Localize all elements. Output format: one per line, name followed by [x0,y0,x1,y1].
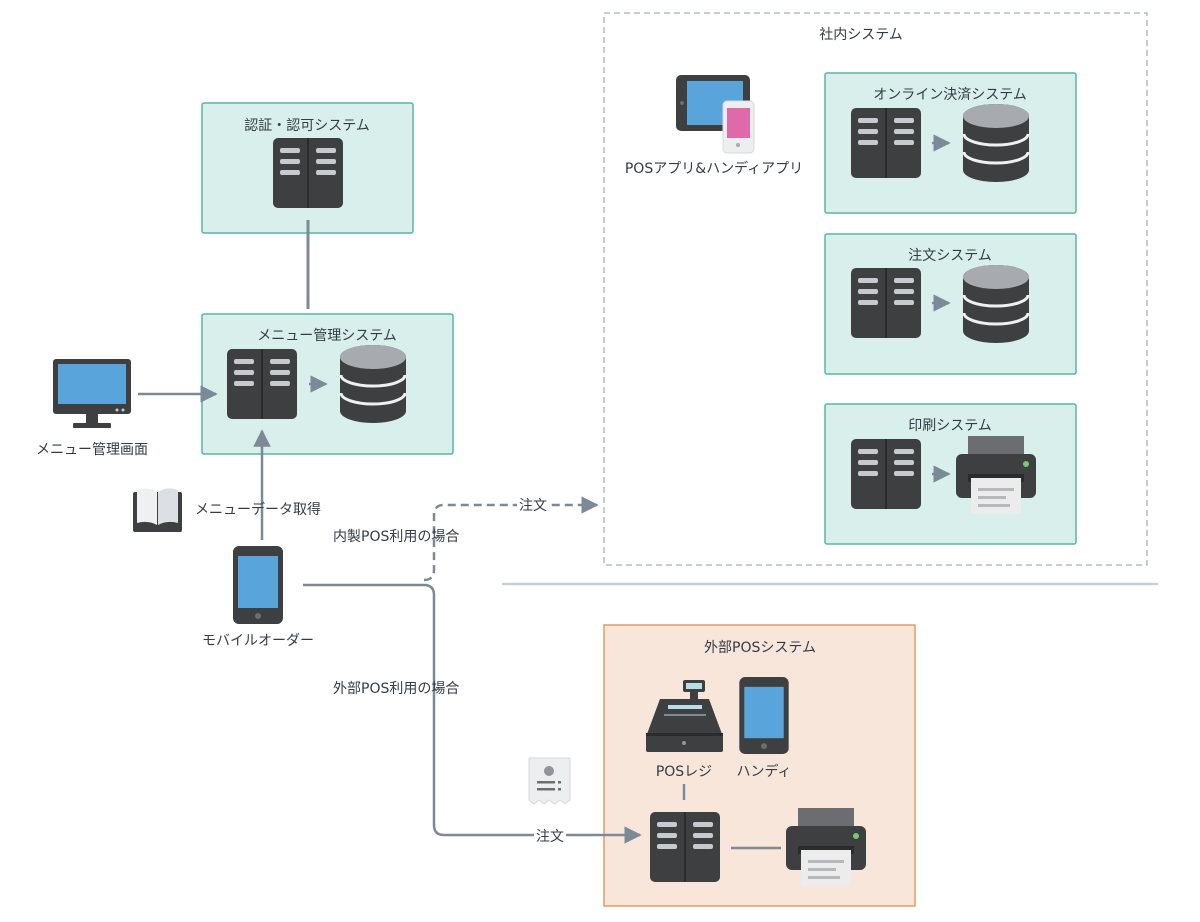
internal-pos-case-label: 内製POS利用の場合 [333,529,460,545]
tablet-phone-icon [676,75,755,154]
internal-system-title: 社内システム [819,27,903,43]
auth-system-title: 認証・認可システム [244,118,370,134]
external-server-icon [650,812,720,882]
order-external-label: 注文 [534,826,566,846]
pos-register-label: POSレジ [655,764,713,780]
order-internal-label: 注文 [517,495,549,515]
receipt-icon [528,757,571,805]
internal-system-group [603,12,1148,566]
menu-server-icon [227,349,297,419]
mobile-phone-icon [233,546,283,624]
external-pos-title: 外部POSシステム [704,640,816,656]
payment-database-icon [963,104,1029,182]
auth-server-icon [273,138,343,208]
order-server-icon [851,268,921,338]
external-order-path [303,583,642,844]
payment-server-icon [851,108,921,178]
internal-order-path [423,496,599,582]
order-database-icon [963,265,1029,343]
external-pos-case-label: 外部POS利用の場合 [333,681,460,697]
menu-admin-label: メニュー管理画面 [36,442,148,458]
handy-label: ハンディ [736,764,792,780]
pos-handy-app-label: POSアプリ&ハンディアプリ [624,161,804,177]
mobile-order-label: モバイルオーダー [202,633,314,649]
menu-database-icon [340,345,406,423]
monitor-icon [53,359,131,428]
print-server-icon [851,439,921,509]
cash-register-icon [646,680,723,752]
order-system-title: 注文システム [908,248,992,264]
menu-fetch-label: メニューデータ取得 [195,502,321,518]
print-system-title: 印刷システム [908,418,992,434]
menu-mgmt-system-title: メニュー管理システム [257,328,397,344]
handy-device-icon [739,677,789,754]
book-icon [133,488,182,532]
online-payment-system-title: オンライン決済システム [873,87,1027,103]
